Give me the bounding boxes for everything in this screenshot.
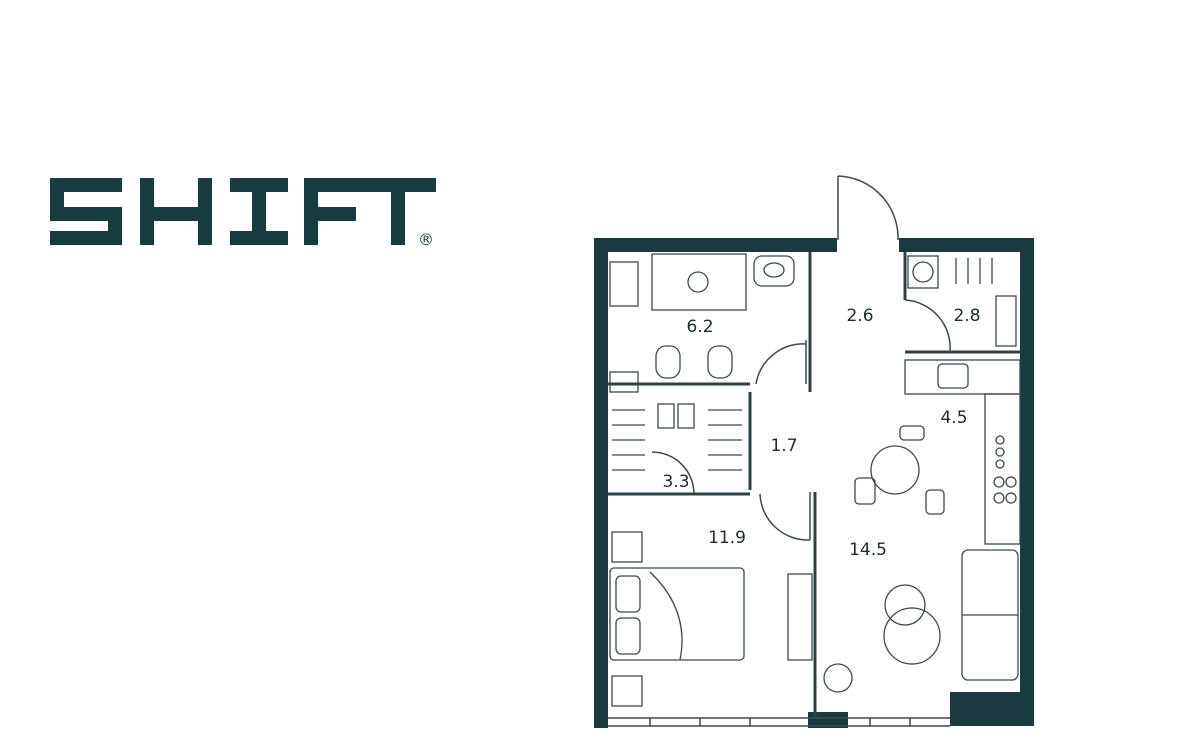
bathroom-fixtures [609,253,795,393]
wardrobe-fixtures [612,403,742,471]
living-fixtures [823,549,1019,693]
kitchen-fixtures [854,359,1021,545]
doors [651,175,951,541]
walls [594,238,1034,728]
room-area-hall: 2.6 [846,306,874,326]
room-area-corridor: 1.7 [770,436,798,456]
room-area-kitchen: 4.5 [940,408,968,428]
partitions [608,252,1020,718]
room-area-bedroom: 11.9 [708,528,746,548]
registered-mark: ® [418,230,434,249]
room-area-bathroom: 6.2 [686,317,714,337]
bedroom-fixtures [609,531,813,707]
brand-logo [48,176,448,252]
room-area-wardrobe: 3.3 [662,472,690,492]
utility-fixtures [907,255,1017,347]
room-area-living: 14.5 [849,540,887,560]
window-strip [608,717,950,727]
room-area-utility: 2.8 [953,306,981,326]
